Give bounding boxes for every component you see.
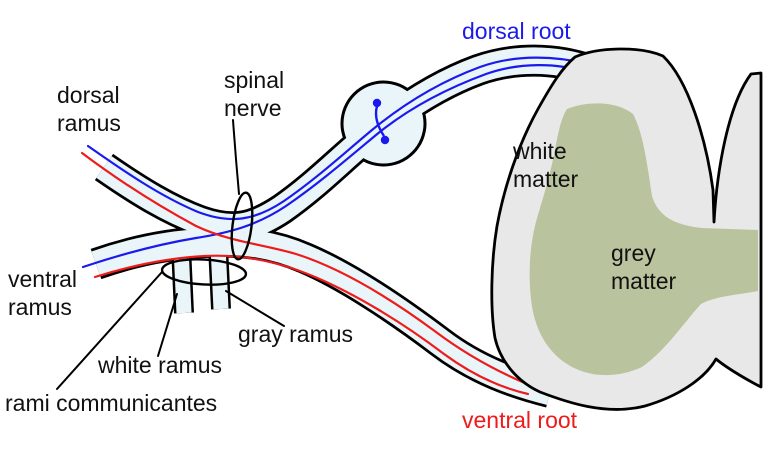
label-white-matter: white matter [513, 138, 579, 192]
label-dorsal-ramus: dorsal ramus [57, 82, 121, 136]
label-spinal-nerve: spinal nerve [224, 67, 285, 121]
leader-rami-communicantes [56, 271, 163, 390]
ganglion-neuron [372, 98, 390, 145]
label-ventral-root: ventral root [462, 407, 578, 433]
dorsal-root-ganglion-fill [343, 83, 424, 164]
label-grey-matter: grey matter [611, 240, 677, 294]
leader-lines [56, 119, 285, 390]
dorsal-nerve-tube-fill [96, 47, 595, 241]
ganglion-neuron-stem [374, 105, 385, 137]
label-ventral-ramus: ventral ramus [8, 266, 78, 320]
sensory-fibres [81, 56, 590, 269]
spinal-nerve-ring [230, 191, 254, 261]
ventral-nerve-tube-fill [91, 228, 554, 405]
ganglion-neuron-soma [372, 98, 382, 108]
sensory-fibre-ventral-ramus [81, 64, 588, 269]
label-gray-ramus: gray ramus [238, 321, 354, 347]
ganglion-neuron-terminal [380, 135, 390, 145]
motor-fibre-ventral-ramus [93, 254, 530, 396]
motor-fibre-dorsal-ramus [80, 151, 534, 388]
leader-gray-ramus [225, 290, 285, 327]
spinal-cord-grey-matter [529, 103, 758, 376]
label-dorsal-root: dorsal root [462, 18, 571, 44]
motor-fibres [80, 151, 534, 396]
leader-white-ramus [157, 293, 178, 357]
leader-spinal-nerve [232, 119, 240, 195]
sensory-fibre-dorsal-ramus [86, 56, 590, 221]
nerve-fill-layer [91, 47, 595, 405]
label-white-ramus: white ramus [98, 352, 222, 378]
label-rami-communicantes: rami communicantes [5, 390, 218, 416]
rami-communicantes-ring [160, 258, 248, 286]
